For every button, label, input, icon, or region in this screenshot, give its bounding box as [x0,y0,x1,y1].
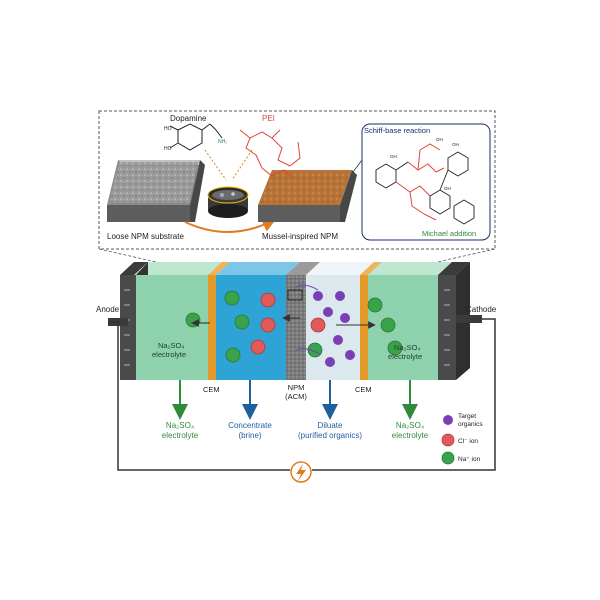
inset-panel: HO HO NH₂ [98,110,496,250]
legend: Target organics Cl⁻ ion Na⁺ ion [441,413,483,465]
svg-text:OH: OH [390,154,397,159]
out1-line1: Na₂SO₄ [166,421,194,430]
target-organic [335,291,345,301]
circuit-wire-left [108,321,290,471]
target-organic [345,350,355,360]
left-electrolyte-line1: Na₂SO₄ [158,341,184,350]
mussel-npm-label: Mussel-inspired NPM [262,232,338,241]
right-electrolyte-line1: Na₂SO₄ [394,343,420,352]
migration-arrows [191,284,376,355]
loose-npm-label: Loose NPM substrate [107,232,184,241]
cem-left-membrane [208,275,216,380]
cathode-connector [456,315,482,323]
electrodialysis-cell [108,262,482,380]
legend-swatch-organics [443,415,453,425]
na-ion [225,347,241,363]
dopamine-oh-2: HO [164,146,172,152]
na-ion [234,314,250,330]
pei-link [231,149,253,181]
cem-right-label: CEM [355,385,372,394]
mussel-inspired-npm-block [258,170,357,222]
left-electrolyte-compartment [136,275,208,380]
concentrate-compartment [216,275,286,380]
out4-line2: electrolyte [392,431,429,440]
na-ion [185,312,201,328]
callout-line [352,159,363,173]
cem-right-membrane [360,275,368,380]
cathode-plate [438,275,456,380]
npm-acm-membrane [286,275,306,380]
pei-label: PEI [262,114,275,123]
inset-dashed-border [98,110,496,250]
cathode-label: Cathode [466,305,497,314]
ions [185,290,403,367]
na-ion [367,297,383,313]
legend-label-cl: Cl⁻ ion [458,438,478,445]
out4-line1: Na₂SO₄ [396,421,424,430]
out3-line1: Diluate [318,421,343,430]
out3-line2: (purified organics) [298,431,362,440]
cem-left-label: CEM [203,385,220,394]
dopamine-oh-1: HO [164,126,172,132]
target-organic [323,307,333,317]
na-ion [387,340,403,356]
process-arrow [184,218,277,233]
pei-structure [239,129,301,179]
reaction-beaker-icon [207,186,249,218]
target-organic [340,313,350,323]
npm-label-line1: NPM [288,383,305,392]
svg-text:OH: OH [452,142,459,147]
out1-line2: electrolyte [162,431,199,440]
dopamine-nh2: NH₂ [218,139,227,145]
npm-label-line2: (ACM) [285,392,307,401]
npm-zoom-marker [287,289,303,301]
cl-ion [260,292,276,308]
out2-line2: (brine) [238,431,261,440]
loose-npm-substrate-block [107,160,205,222]
michael-addition-label: Michael addition [422,229,476,238]
legend-label-na: Na⁺ ion [458,456,481,463]
target-organic [325,357,335,367]
target-organic [333,335,343,345]
right-electrolyte-line2: electrolyte [388,352,422,361]
dopamine-structure [169,123,223,151]
target-organic [313,291,323,301]
cl-ion [310,317,326,333]
dopamine-label: Dopamine [170,114,207,123]
schiff-base-label: Schiff-base reaction [364,126,430,135]
legend-label-organics-1: Target [458,413,476,420]
legend-swatch-na [441,451,455,465]
legend-label-organics-2: organics [458,421,483,428]
na-ion [380,317,396,333]
svg-text:OH: OH [436,137,443,142]
left-electrolyte-line2: electrolyte [152,350,186,359]
legend-swatch-cl [441,433,455,447]
dopamine-link [204,149,227,181]
na-ion [224,290,240,306]
circuit-wire-right [312,318,496,471]
cl-ion [260,317,276,333]
cl-ion [250,339,266,355]
out2-line1: Concentrate [228,421,272,430]
lightning-power-icon [290,461,312,483]
svg-text:OH: OH [444,186,451,191]
anode-plate [120,275,136,380]
anode-label: Anode [96,305,120,314]
schiff-michael-structure: OH OH OH OH [361,123,491,241]
right-electrolyte-compartment [368,275,438,380]
